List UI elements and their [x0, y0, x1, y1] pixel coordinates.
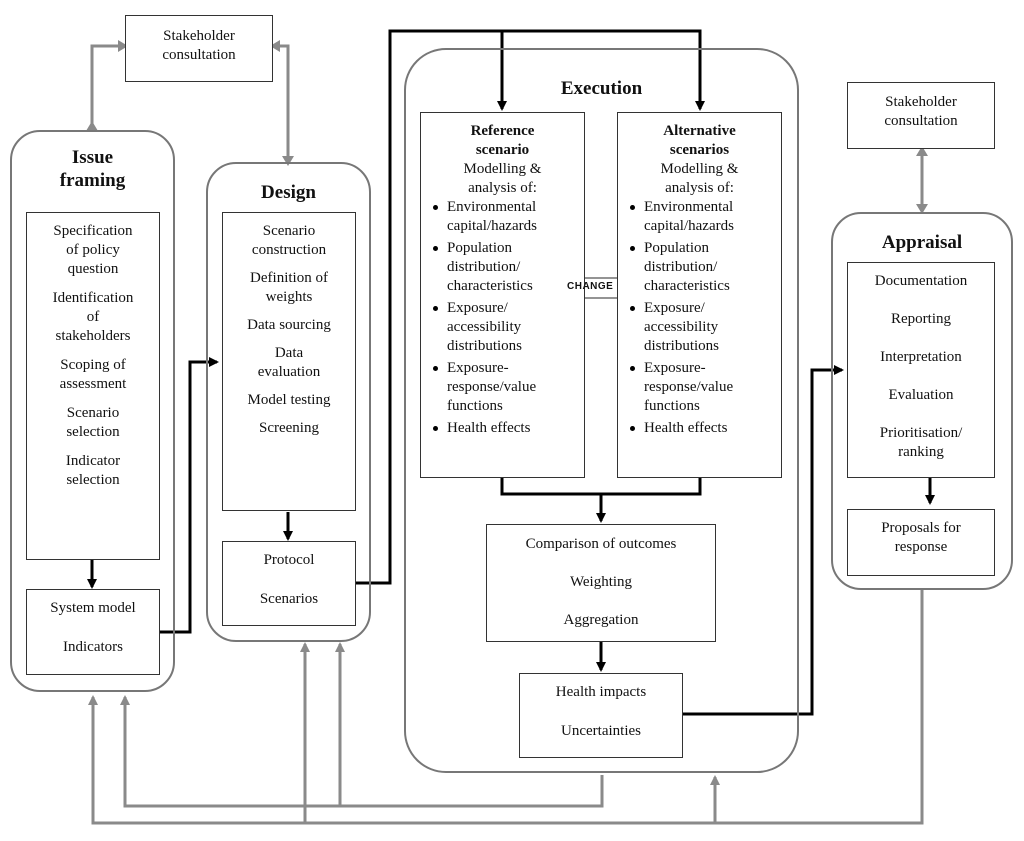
change-label: CHANGE — [567, 281, 614, 292]
stakeholder-consultation-left: Stakeholder consultation — [125, 15, 273, 82]
reference-scenario-box: Reference scenario Modelling & analysis … — [420, 112, 585, 478]
proposals-label: Proposals for — [881, 520, 961, 536]
flow-arrow — [682, 365, 844, 716]
bullet-item: Health effects — [431, 419, 580, 438]
appraisal-title: Appraisal — [881, 232, 963, 253]
health-item: Uncertainties — [561, 723, 641, 739]
execution-title: Execution — [560, 78, 643, 99]
step-item: Data sourcing — [247, 317, 331, 333]
comparison-box: Comparison of outcomes Weighting Aggrega… — [486, 524, 716, 642]
proposals-box: Proposals for response — [847, 509, 995, 576]
output-item: Protocol — [263, 552, 315, 568]
stakeholder-link-left — [90, 44, 120, 130]
flow-arrow — [354, 29, 705, 585]
appraisal-panel — [831, 212, 1013, 590]
health-impacts-box: Health impacts Uncertainties — [519, 673, 683, 758]
reference-scenario-header: Reference scenario — [470, 123, 535, 158]
comparison-item: Weighting — [569, 574, 633, 590]
output-item: Indicators — [63, 639, 123, 655]
design-title: Design — [261, 182, 316, 203]
feedback-loop-line — [88, 590, 924, 825]
comparison-item: Aggregation — [563, 612, 639, 628]
reference-scenario-subtitle: Modelling & analysis of: — [463, 161, 542, 196]
alternative-scenarios-box: Alternative scenarios Modelling & analys… — [617, 112, 782, 478]
design-panel — [206, 162, 371, 642]
issue-framing-panel — [10, 130, 175, 692]
stakeholder-label: Stakeholder — [885, 94, 957, 110]
stakeholder-label: consultation — [884, 113, 958, 129]
design-outputs: Protocol Scenarios — [222, 541, 356, 626]
proposals-label: response — [894, 539, 948, 555]
step-item: Reporting — [891, 311, 951, 327]
execution-panel — [404, 48, 799, 773]
bullet-item: Health effects — [628, 419, 777, 438]
stakeholder-consultation-right: Stakeholder consultation — [847, 82, 995, 149]
step-item: Documentation — [874, 273, 968, 289]
feedback-loop-line — [120, 695, 604, 808]
stakeholder-label: consultation — [162, 47, 236, 63]
health-item: Health impacts — [555, 684, 647, 700]
output-item: Scenarios — [259, 591, 319, 607]
step-item: Model testing — [247, 392, 331, 408]
alternative-scenarios-subtitle: Modelling & analysis of: — [660, 161, 739, 196]
stakeholder-label: Stakeholder — [163, 28, 235, 44]
step-item: Screening — [259, 420, 319, 436]
step-item: Evaluation — [888, 387, 954, 403]
appraisal-steps: Documentation Reporting Interpretation E… — [847, 262, 995, 478]
flow-arrow — [160, 357, 219, 634]
step-item: Interpretation — [880, 349, 962, 365]
step-item: Prioritisation/ranking — [879, 425, 963, 460]
issue-framing-outputs: System model Indicators — [26, 589, 160, 675]
comparison-item: Comparison of outcomes — [525, 536, 677, 552]
stakeholder-link-right — [278, 44, 290, 160]
alternative-scenarios-header: Alternative scenarios — [663, 123, 736, 158]
output-item: System model — [50, 600, 136, 616]
issue-framing-title: Issue framing — [59, 147, 126, 191]
